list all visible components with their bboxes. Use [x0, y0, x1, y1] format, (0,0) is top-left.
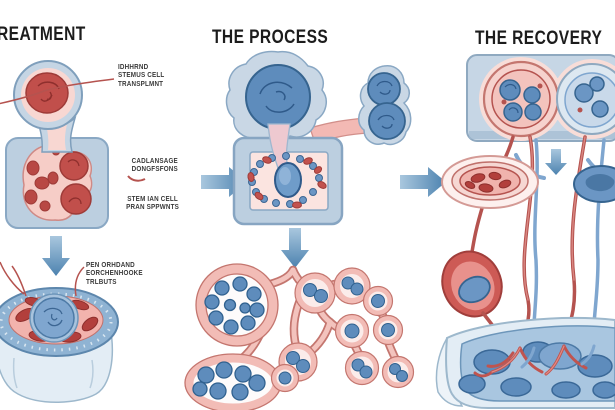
culture-tray [435, 317, 615, 409]
process-down-arrow-icon [281, 228, 309, 268]
treatment-down-arrow-icon [42, 236, 70, 276]
process-illustration [184, 50, 415, 410]
stem-cell-blobs [225, 50, 412, 146]
collection-chamber [5, 137, 109, 229]
recovery-panel [466, 54, 615, 142]
processing-box [232, 123, 344, 226]
process-to-recovery-arrow-icon [400, 167, 446, 197]
treatment-illustration [0, 60, 119, 403]
blue-cell [573, 165, 615, 203]
recovery-illustration [435, 54, 615, 409]
cell-ring [247, 152, 327, 209]
recovery-down-arrow-icon [545, 149, 567, 175]
dosage-label: CADLANSAGE DONGFSFONS [131, 158, 178, 174]
transplant-flask [13, 60, 83, 153]
treatment-title: REATMENT [0, 24, 86, 45]
stem-transplant-label: IDHHRND STEMUS CELL TRANSPLMNT [118, 64, 165, 88]
stem-cell-label: STEM IAN CELL PRAN SPPWNTS [126, 196, 180, 212]
dish-label-pointer [0, 261, 85, 297]
transplant-label-pointer [0, 78, 115, 105]
recovery-title: THE RECOVERY [475, 28, 603, 49]
vessel-cross-section [441, 155, 539, 209]
dosage-pointer [127, 175, 146, 182]
vessel-network [184, 263, 415, 410]
red-blood-cell [441, 250, 503, 318]
petri-dish [0, 287, 119, 403]
process-title: THE PROCESS [212, 27, 329, 48]
dish-label: PEN ORHDAND EORCHENHOOKE TRLBUTS [86, 262, 143, 286]
